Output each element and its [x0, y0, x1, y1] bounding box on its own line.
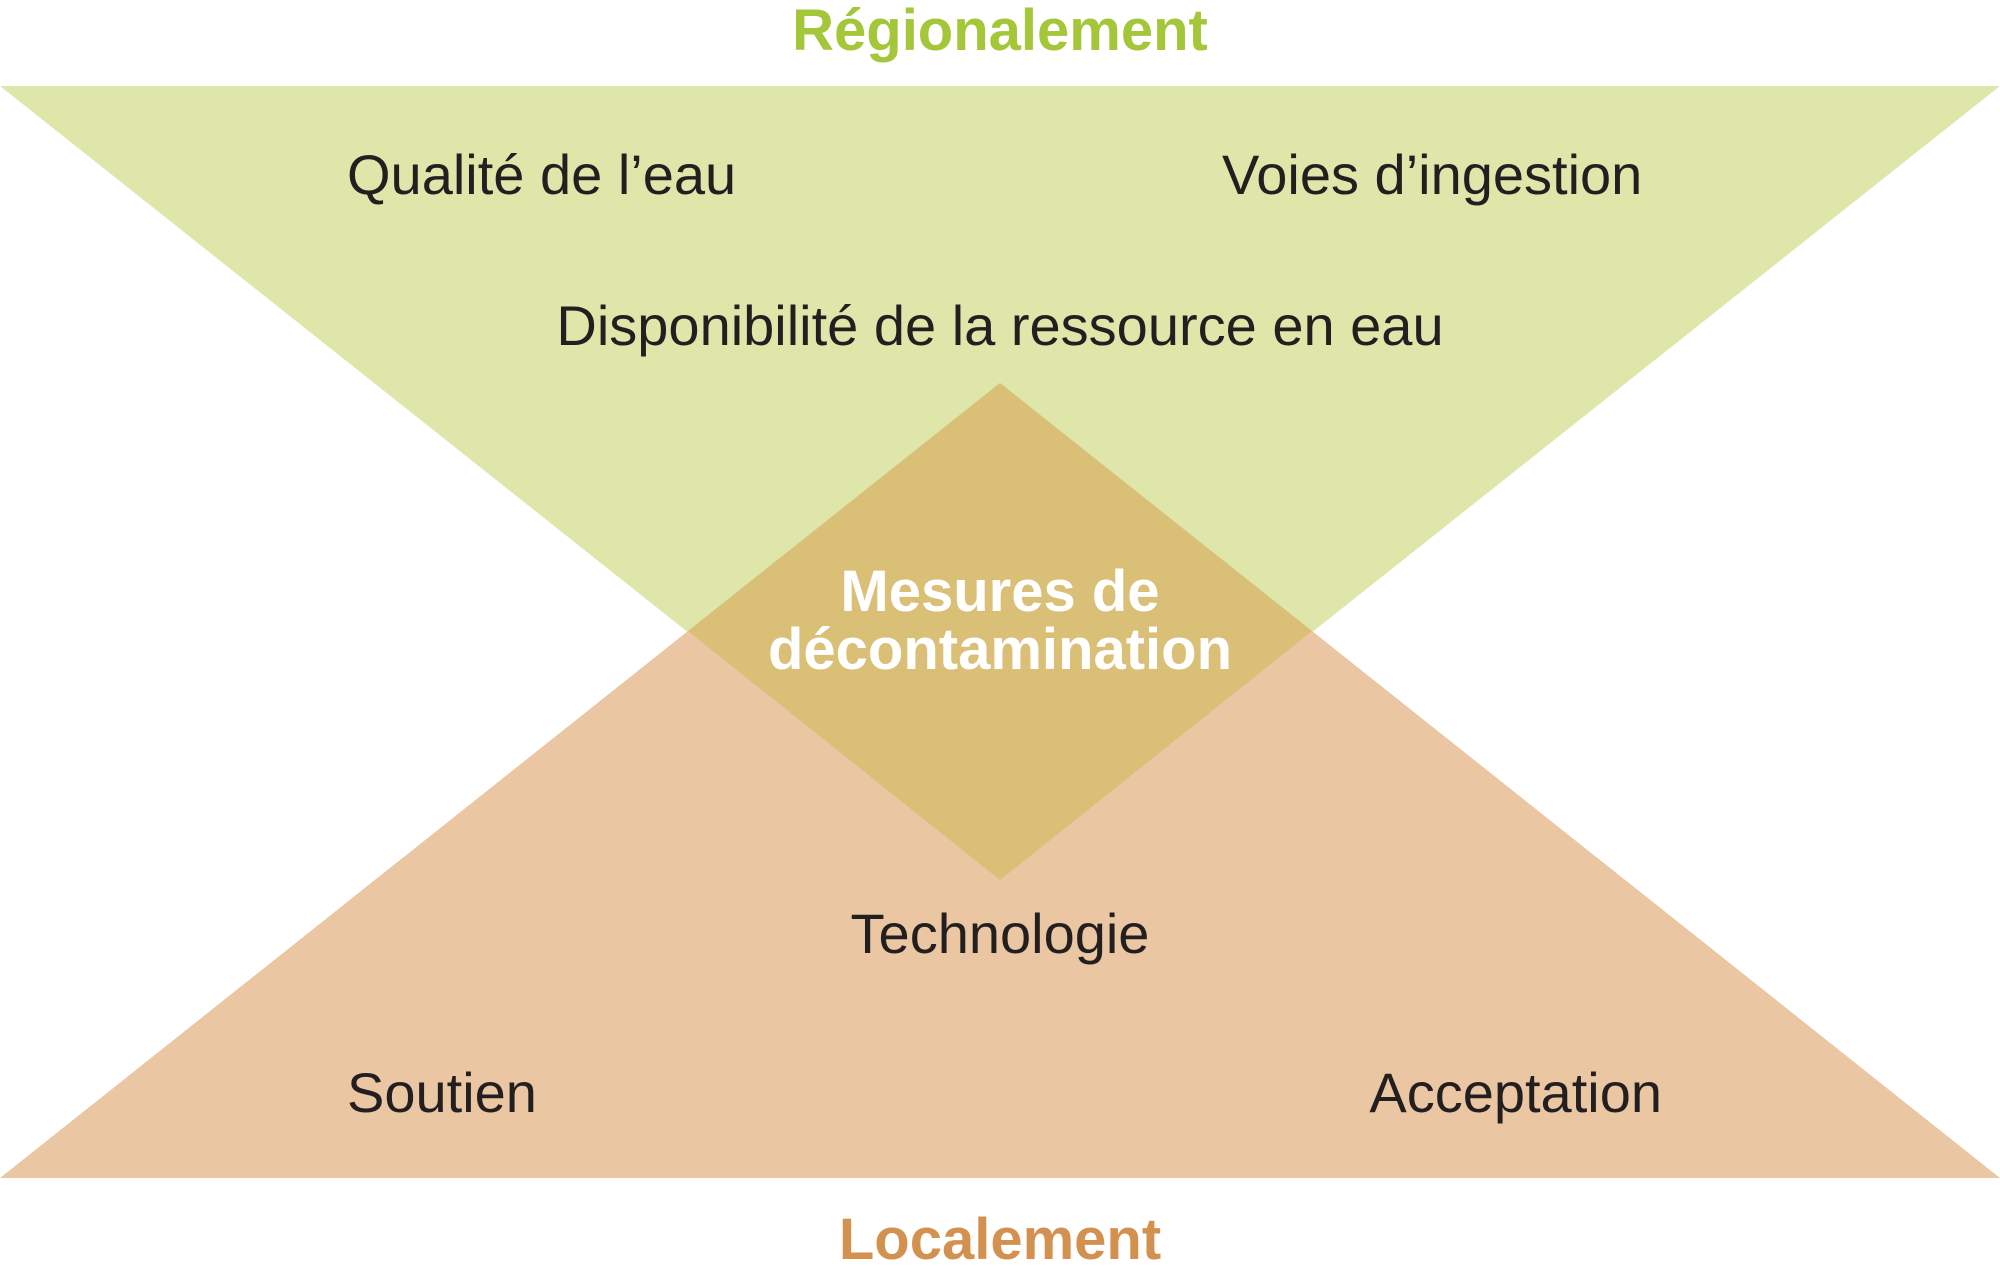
regional-title: Régionalement: [792, 0, 1208, 63]
factor-support: Soutien: [347, 1061, 537, 1124]
factor-ingestion-routes: Voies d’ingestion: [1222, 143, 1643, 206]
factor-acceptance: Acceptation: [1369, 1061, 1662, 1124]
local-title: Localement: [838, 1207, 1162, 1272]
factor-water-quality: Qualité de l’eau: [347, 143, 737, 206]
overlap-diamond: [688, 383, 1312, 880]
factor-technology: Technologie: [850, 902, 1150, 965]
center-title: Mesures de décontamination: [768, 563, 1232, 679]
center-title-line-2: décontamination: [767, 617, 1233, 682]
factor-water-availability: Disponibilité de la ressource en eau: [556, 294, 1444, 357]
center-title-line-1: Mesures de: [840, 559, 1160, 624]
